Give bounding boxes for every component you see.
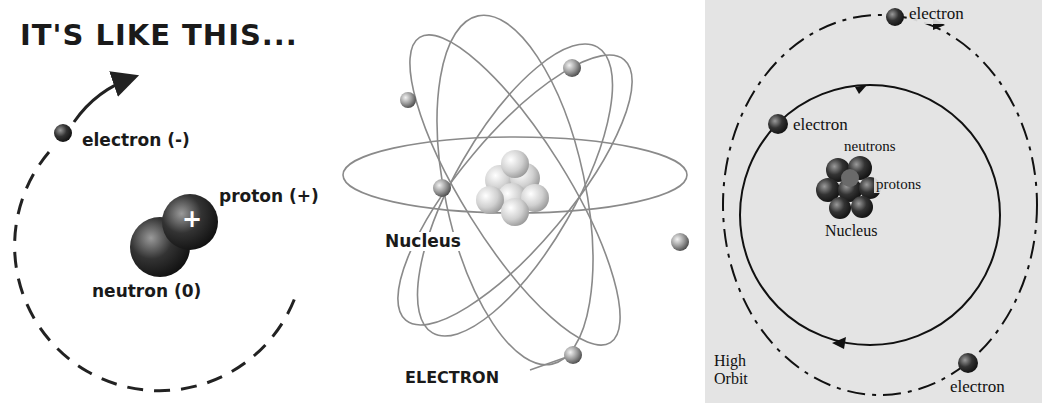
part-label: electron (-)	[82, 131, 190, 150]
orbit-ellipse	[364, 24, 667, 355]
panel-ground	[705, 0, 1042, 403]
part-label: proton (+)	[219, 187, 319, 206]
orbit-arrowhead	[855, 85, 867, 94]
orbit-ellipse	[381, 17, 650, 363]
part-label: Nucleus	[383, 232, 463, 251]
orbit-ellipse	[410, 1, 621, 378]
part-label: ELECTRON	[403, 369, 501, 387]
part-label: protons	[874, 176, 923, 193]
high-orbit	[723, 15, 1037, 395]
part-label: Nucleus	[823, 222, 879, 240]
part-label: neutrons	[842, 138, 898, 155]
orbit-arrowhead	[832, 337, 846, 349]
part-label: High Orbit	[712, 352, 764, 387]
simple-atom	[15, 77, 296, 391]
panel-heading: IT'S LIKE THIS...	[20, 20, 298, 52]
electron-balls	[768, 8, 978, 373]
low-orbit	[740, 85, 1000, 345]
leader-line	[530, 358, 564, 370]
motion-arrow	[74, 77, 134, 122]
nucleus-cluster	[816, 156, 881, 219]
charge-sign: +	[182, 206, 202, 232]
part-label: electron	[791, 116, 850, 135]
nucleus-cluster	[476, 150, 549, 226]
orbital-atom	[343, 1, 687, 378]
electron-ball	[54, 124, 72, 142]
part-label: neutron (0)	[92, 282, 201, 301]
orbit-ellipse	[376, 10, 655, 370]
part-label: electron	[948, 378, 1007, 397]
proton-ball	[162, 194, 218, 250]
part-label: electron	[907, 5, 966, 24]
electron-balls	[400, 59, 689, 364]
